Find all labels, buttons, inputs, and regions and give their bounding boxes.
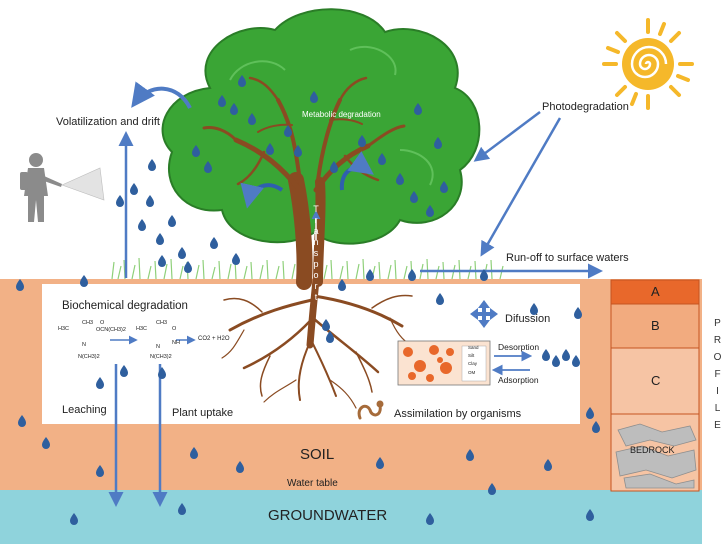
soil-legend-om: OM — [468, 370, 476, 375]
left-molecule-o: O — [100, 320, 105, 326]
photodegradation-label: Photodegradation — [542, 101, 629, 113]
right-molecule-ch3: CH3 — [156, 320, 168, 326]
worm-icon — [357, 400, 384, 420]
horizon-b — [610, 303, 700, 349]
bedrock-pattern — [615, 423, 697, 489]
photodegradation-arrow-2 — [480, 117, 562, 257]
left-molecule-amine: N(CH3)2 — [78, 354, 100, 360]
horizon-b-label: B — [651, 318, 660, 333]
soil-legend-silt: Silt — [468, 353, 475, 358]
transport-label: Transport — [311, 204, 321, 303]
horizon-a-label: A — [651, 284, 660, 299]
water-table-label: Water table — [287, 478, 338, 489]
water-drop-icon — [156, 233, 164, 245]
bedrock-label: BEDROCK — [630, 445, 675, 455]
right-molecule-o: O — [172, 326, 177, 332]
right-molecule-nh: NH — [172, 340, 180, 346]
soil-particles-image — [397, 340, 491, 386]
water-drop-icon — [178, 247, 186, 259]
left-molecule-ch3: CH3 — [82, 320, 94, 326]
soil-legend-sand: Sand — [468, 345, 479, 350]
biochemical-degradation-label: Biochemical degradation — [62, 300, 188, 312]
tree-roots — [221, 276, 413, 409]
water-drop-icon — [408, 269, 416, 281]
water-drop-icon — [138, 219, 146, 231]
right-molecule-n: N — [156, 344, 160, 350]
adsorption-label: Adsorption — [498, 375, 539, 385]
right-molecule-amine: N(CH3)2 — [150, 354, 172, 360]
sun-icon — [602, 18, 694, 110]
spray-cone — [61, 167, 105, 201]
left-molecule-h3c: H3C — [58, 326, 70, 332]
assimilation-label: Assimilation by organisms — [394, 408, 522, 420]
degradation-products: CO2 + H2O — [198, 336, 230, 342]
canopy-metabolic-arrows — [240, 151, 374, 209]
sprayer-person-icon — [20, 153, 62, 222]
metabolic-degradation-label: Metabolic degradation — [302, 110, 381, 119]
horizon-c-label: C — [651, 373, 661, 388]
left-molecule-group: OCN(CH3)2 — [96, 327, 126, 333]
horizon-c — [610, 347, 700, 415]
left-molecule-n: N — [82, 342, 86, 348]
process-arrows — [108, 81, 603, 507]
photodegradation-arrow-1 — [473, 111, 541, 162]
water-drop-icon — [366, 269, 374, 281]
water-drop-icon — [148, 159, 156, 171]
groundwater-label: GROUNDWATER — [268, 507, 388, 524]
water-drop-icon — [80, 275, 88, 287]
desorption-label: Desorption — [498, 342, 540, 352]
volatilization-label: Volatilization and drift — [56, 116, 160, 128]
tree-trunk — [202, 76, 406, 290]
right-molecule-h3c: H3C — [136, 326, 148, 332]
water-drop-icon — [130, 183, 138, 195]
soil-legend-clay: Clay — [468, 361, 478, 366]
water-drop-icon — [184, 261, 192, 273]
water-drop-icon — [232, 253, 240, 265]
water-drop-icon — [146, 195, 154, 207]
profile-label: PROFILE — [712, 318, 723, 437]
difussion-icon — [470, 300, 498, 328]
plant-uptake-label: Plant uptake — [172, 407, 234, 419]
volatilization-loop-arrow — [131, 81, 192, 109]
water-drop-icon — [168, 215, 176, 227]
water-drop-icon — [116, 195, 124, 207]
difussion-label: Difussion — [505, 313, 551, 325]
soil-label: SOIL — [300, 446, 335, 463]
horizon-a — [610, 279, 700, 305]
water-drop-icon — [158, 255, 166, 267]
runoff-label: Run-off to surface waters — [506, 252, 629, 264]
water-drop-icon — [210, 237, 218, 249]
leaching-label: Leaching — [62, 404, 107, 416]
